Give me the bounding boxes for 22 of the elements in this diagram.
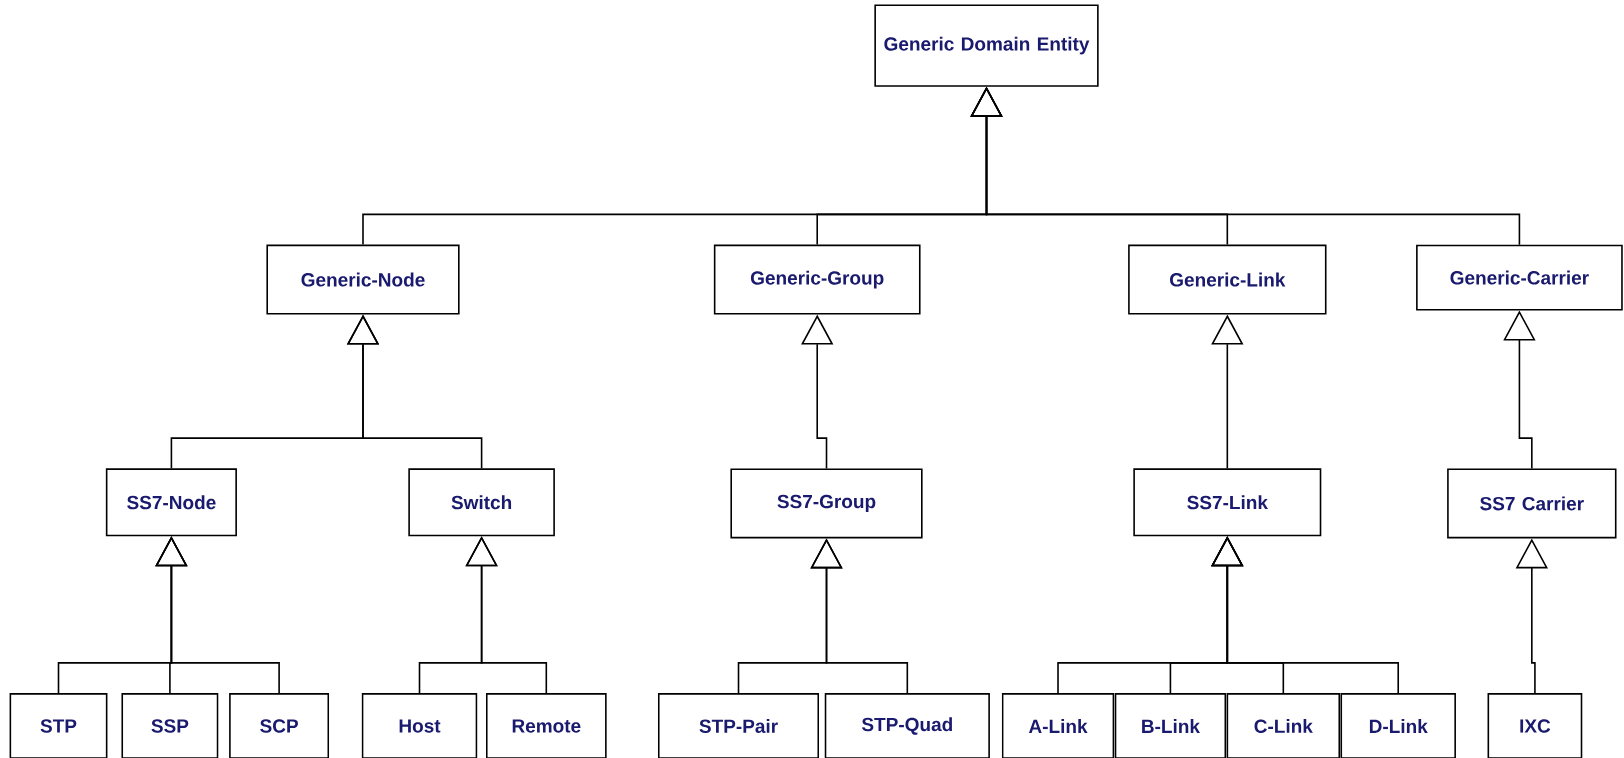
class-box: Remote — [485, 693, 607, 758]
class-box: SCP — [229, 693, 330, 758]
class-box: STP-Quad — [824, 693, 990, 758]
class-box: C-Link — [1226, 693, 1341, 758]
class-box: Generic-Node — [266, 244, 460, 315]
class-box: STP — [9, 693, 108, 758]
class-box: Generic-Group — [713, 244, 921, 315]
class-box: SS7-Node — [105, 468, 237, 537]
class-box: SS7-Group — [730, 468, 923, 539]
class-box: A-Link — [1001, 693, 1115, 758]
class-box: Switch — [408, 468, 555, 537]
class-box: SSP — [121, 693, 219, 758]
class-box: D-Link — [1340, 693, 1456, 758]
class-box: Generic-Carrier — [1416, 244, 1623, 311]
class-box: SS7-Link — [1133, 468, 1322, 537]
class-box: Generic-Link — [1128, 244, 1327, 315]
class-box: IXC — [1487, 693, 1583, 758]
class-box: B-Link — [1114, 693, 1227, 758]
class-box: SS7 Carrier — [1447, 468, 1617, 539]
class-box: STP-Pair — [657, 693, 820, 758]
class-box: Host — [361, 693, 478, 758]
class-box: Generic Domain Entity — [874, 4, 1099, 87]
